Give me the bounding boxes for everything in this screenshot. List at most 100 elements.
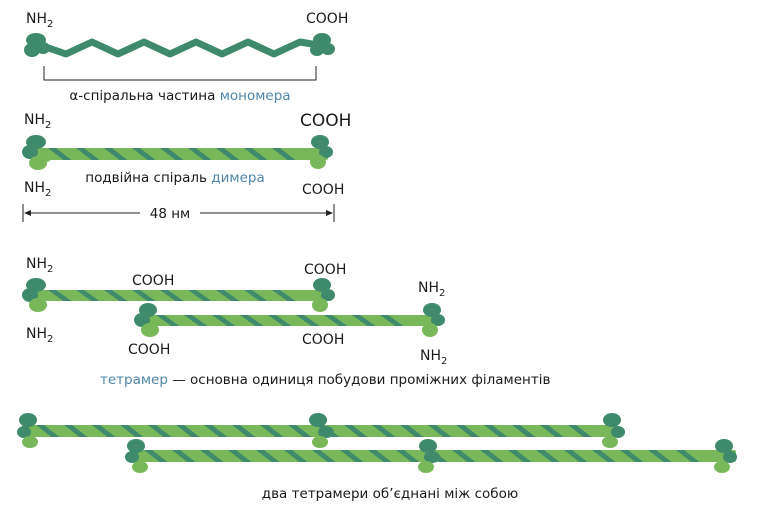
helix-twist-segment [268, 315, 292, 326]
helix-twist-segment [48, 290, 72, 301]
helix-twist-segment [176, 425, 200, 437]
helix-twist-segment [568, 425, 592, 437]
helix-twist-segment [380, 315, 404, 326]
helix-twist-segment [244, 290, 268, 301]
dimer-c-top-label: COOH [300, 111, 351, 131]
tetramer-n1-label: NH2 [26, 256, 53, 275]
helix-twist-segment [456, 425, 480, 437]
tetramer-n4-label: NH2 [420, 348, 447, 367]
helix-twist-segment [256, 450, 280, 462]
tetramer-caption: тетрамер — основна одиниця побудови пром… [100, 372, 550, 388]
dimer-n-head [22, 135, 52, 170]
monomer-c-label: COOH [306, 11, 348, 27]
dimer-section: NH2 COOH подвійна спіраль димера NH2 COO… [22, 111, 351, 222]
helix-twist-segment [428, 425, 452, 437]
helix-twist-segment [272, 148, 296, 160]
helix-twist-segment [284, 450, 308, 462]
helix-twist-segment [76, 290, 100, 301]
dimer-n-top-label: NH2 [24, 112, 51, 131]
dimer-helix-twist [48, 148, 296, 160]
helix-twist-segment [64, 425, 88, 437]
helix-twist-segment [228, 450, 252, 462]
helix-twist-segment [232, 425, 256, 437]
helix-twist-segment [452, 450, 476, 462]
helix-twist-segment [396, 450, 420, 462]
helix-twist-segment [104, 290, 128, 301]
dimer-c-head [310, 135, 333, 169]
helix-twist-segment [216, 148, 240, 160]
helix-twist-segment [104, 148, 128, 160]
helix-twist-segment [324, 315, 348, 326]
tetramer-dimer-2-twist [156, 315, 404, 326]
tetramer-n2-label: NH2 [26, 326, 53, 345]
monomer-helix [36, 38, 322, 58]
helix-twist-segment [212, 315, 236, 326]
helix-twist-segment [620, 450, 644, 462]
monomer-n-label: NH2 [26, 11, 53, 30]
helix-twist-segment [160, 148, 184, 160]
helix-twist-segment [676, 450, 700, 462]
tetramer-c4-label: COOH [302, 332, 344, 348]
helix-twist-segment [400, 425, 424, 437]
helix-twist-segment [296, 315, 320, 326]
tetramer-n3-label: NH2 [418, 280, 445, 299]
tetramer-heads [22, 278, 445, 337]
helix-twist-segment [244, 148, 268, 160]
helix-twist-segment [540, 425, 564, 437]
dimer-caption: подвійна спіраль димера [85, 170, 264, 186]
dimer-length-label: 48 нм [150, 206, 190, 222]
helix-twist-segment [536, 450, 560, 462]
helix-twist-segment [132, 148, 156, 160]
tetramer-c2-label: COOH [304, 262, 346, 278]
helix-twist-segment [352, 315, 376, 326]
joined-caption: два тетрамери об’єднані між собою [262, 486, 518, 502]
monomer-c-head [310, 33, 335, 56]
helix-twist-segment [368, 450, 392, 462]
helix-twist-segment [344, 425, 368, 437]
tetramer-dimer-1-twist [48, 290, 296, 301]
tetramer-c1-label: COOH [132, 273, 174, 289]
helix-twist-segment [372, 425, 396, 437]
helix-twist-segment [36, 425, 60, 437]
helix-twist-segment [76, 148, 100, 160]
helix-twist-segment [188, 148, 212, 160]
helix-twist-segment [144, 450, 168, 462]
helix-twist-segment [648, 450, 672, 462]
helix-twist-segment [592, 450, 616, 462]
helix-twist-segment [160, 290, 184, 301]
monomer-caption: α-спіральна частина мономера [69, 88, 290, 104]
helix-twist-segment [288, 425, 312, 437]
tetramer-section: NH2 COOH COOH NH2 NH2 COOH COOH NH2 тетр… [22, 256, 550, 388]
helix-twist-segment [484, 425, 508, 437]
helix-twist-segment [188, 290, 212, 301]
helix-twist-segment [172, 450, 196, 462]
helix-twist-segment [312, 450, 336, 462]
helix-twist-segment [200, 450, 224, 462]
helix-twist-segment [564, 450, 588, 462]
helix-twist-segment [508, 450, 532, 462]
dimer-n-bottom-label: NH2 [24, 180, 51, 199]
helix-twist-segment [240, 315, 264, 326]
helix-twist-segment [120, 425, 144, 437]
helix-twist-segment [48, 148, 72, 160]
helix-twist-segment [480, 450, 504, 462]
helix-twist-segment [132, 290, 156, 301]
monomer-section: NH2 COOH α-спіральна частина мономера [24, 11, 348, 104]
joined-tetramers-section: два тетрамери об’єднані між собою [17, 413, 737, 502]
helix-twist-segment [156, 315, 180, 326]
joined-heads [17, 413, 737, 473]
dimer-c-bottom-label: COOH [302, 182, 344, 198]
helix-twist-segment [260, 425, 284, 437]
helix-twist-segment [340, 450, 364, 462]
tetramer-c3-label: COOH [128, 342, 170, 358]
helix-twist-segment [184, 315, 208, 326]
joined-twists [36, 425, 700, 462]
monomer-n-head [24, 33, 50, 57]
helix-twist-segment [216, 290, 240, 301]
helix-twist-segment [204, 425, 228, 437]
helix-twist-segment [272, 290, 296, 301]
helix-twist-segment [512, 425, 536, 437]
helix-twist-segment [148, 425, 172, 437]
monomer-bracket [43, 66, 317, 81]
